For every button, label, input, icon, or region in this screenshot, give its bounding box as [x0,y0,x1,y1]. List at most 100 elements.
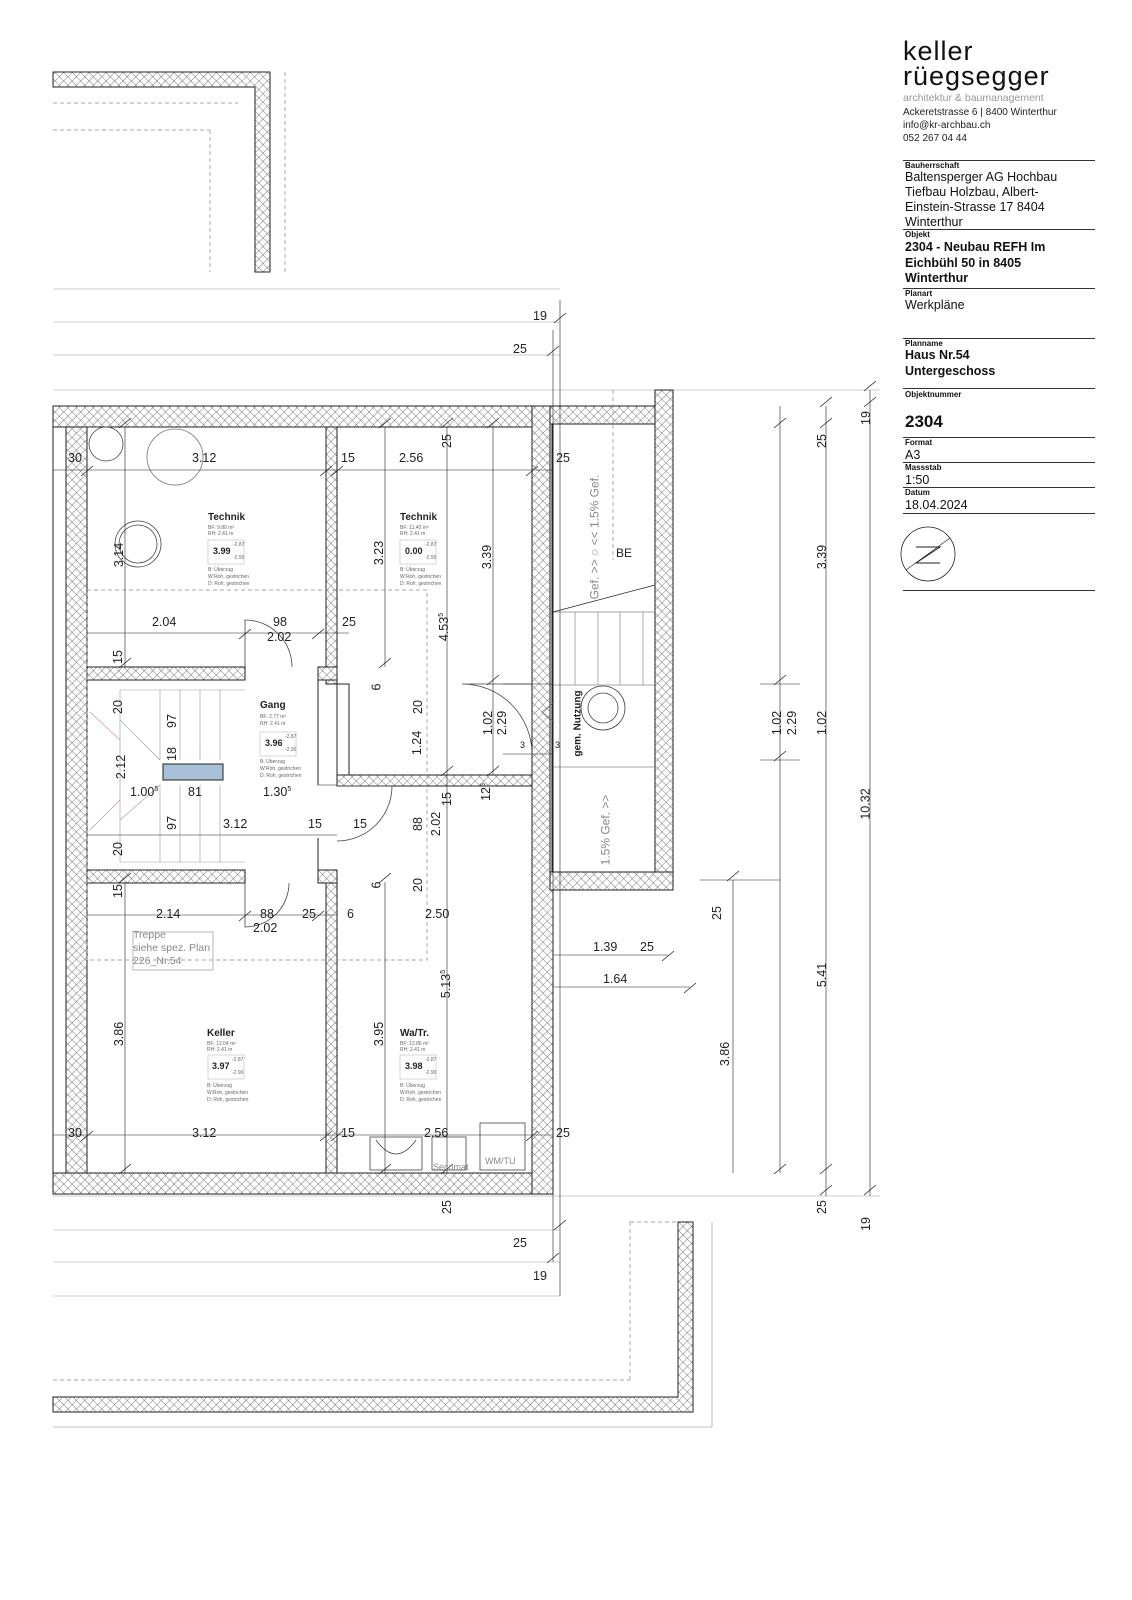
divider [903,338,1095,339]
dim-label: 2.02 [267,630,292,644]
divider [903,462,1095,463]
dim-label: 15 [341,451,355,465]
phone: 052 267 04 44 [903,133,967,144]
room-level-boxes [207,539,437,1080]
room-finish: W:Roh, gestrichen [207,1090,249,1096]
email: info@kr-archbau.ch [903,120,991,131]
neighbour-wall-top [52,71,286,273]
room-name-technik-2: Technik [400,512,438,523]
dimension-ticks [80,312,877,1264]
bauherrschaft-label: Bauherrschaft [905,161,960,170]
room-level-1: -2.87 [285,734,297,740]
dim-label: 2.56 [424,1126,449,1140]
room-finish: D: Roh, gestrichen [207,1097,249,1103]
room-finish: W:Roh, gestrichen [400,1090,442,1096]
dim-label: 1.39 [593,940,618,954]
room-level-2: -2.90 [233,555,245,561]
dim-label: 3.86 [112,1021,127,1047]
divider [903,388,1095,389]
tanks [88,426,626,731]
objekt-label: Objekt [905,230,930,239]
objektnummer: 2304 [905,412,943,431]
address: Ackeretstrasse 6 | 8400 Winterthur [903,107,1057,118]
room-level-2: -2.90 [232,1070,244,1076]
format: A3 [905,448,921,462]
room-name-wa-tr: Wa/Tr. [400,1028,430,1039]
dim-label: 97 [164,816,179,830]
room-level: 3.96 [265,738,283,748]
dim-label: 3.39 [815,544,830,570]
door-swings [244,619,533,928]
dim-label: 3.86 [718,1041,733,1067]
dim-label: 4.535 [437,612,452,642]
divider [903,513,1095,514]
dimension-lines [53,300,871,1296]
dim-label: 19 [858,411,873,425]
dim-label: 30 [68,451,82,465]
stair-note: 226_Nr.54 [133,955,182,967]
be-label: BE [616,546,633,560]
logo-line-1: keller [903,36,974,66]
exterior-walls [52,389,674,1195]
north-arrow-icon [900,526,956,582]
logo-line-2: rüegsegger [903,61,1050,91]
room-level: 3.97 [212,1061,230,1071]
dim-label: 2.02 [253,921,278,935]
room-level: 3.99 [213,546,231,556]
room-finish: W:Roh, gestrichen [400,574,442,580]
planart-label: Planart [905,289,933,298]
dim-label: 20 [110,700,125,714]
logo-subtitle: architektur & baumanagement [903,92,1044,104]
room-name-gang: Gang [260,700,286,711]
slope-label-top: Gef. >> ○ << 1.5% Gef. [587,474,602,600]
interior-walls [86,426,533,1174]
dim-label: 25 [814,434,829,448]
dim-label: 6 [347,907,354,921]
dim-label: 2.02 [429,811,444,837]
massstab: 1:50 [905,473,930,487]
dim-label: 25 [640,940,654,954]
room-rh: RH: 2.41 m [400,1047,426,1053]
dim-label: 15 [439,792,454,806]
room-rh: RH: 2.41 m [207,1047,233,1053]
room-finish: B: Überzug [400,567,426,573]
floor-plan [52,71,880,1428]
dim-label: 25 [513,1236,527,1250]
room-level-2: -2.90 [285,747,297,753]
dim-label: 3 [520,740,526,750]
be-shaft [552,390,656,768]
planname: Haus Nr.54 Untergeschoss [905,348,996,378]
format-label: Format [905,438,933,447]
planart: Werkpläne [905,298,965,312]
dim-label: 3.39 [480,544,495,570]
dim-label: 3.14 [112,542,127,568]
dim-label: 30 [68,1126,82,1140]
room-level-1: -2.87 [232,1057,244,1063]
dim-label: 1.02 [815,710,830,736]
datum: 18.04.2024 [905,498,968,512]
dim-label: 25 [439,434,454,448]
dim-label: 19 [533,309,547,323]
room-level-2: -2.90 [425,1070,437,1076]
gem-nutzung-label: gem. Nutzung [572,690,584,757]
room-rh: RH: 2.41 m [208,531,234,537]
room-finish: B: Überzug [208,567,234,573]
room-level-1: -2.87 [233,542,245,548]
wm-tu-label: WM/TU [485,1156,516,1166]
room-level: 3.98 [405,1061,423,1071]
massstab-label: Massstab [905,463,942,472]
dim-label: 1.24 [410,730,425,756]
room-level-1: -2.87 [425,1057,437,1063]
divider [903,437,1095,438]
dim-label: 19 [533,1269,547,1283]
stair-landing [162,763,224,781]
divider [903,229,1095,230]
dim-label: 15 [110,650,125,664]
reference-lines [53,288,880,1297]
room-bf: BF: 12.04 m² [207,1041,236,1047]
room-bf: BF: 12.86 m² [400,1041,429,1047]
dim-label: 2.50 [425,907,450,921]
room-finish: B: Überzug [207,1083,233,1089]
dim-label: 97 [164,714,179,728]
stair-outline [86,589,428,971]
